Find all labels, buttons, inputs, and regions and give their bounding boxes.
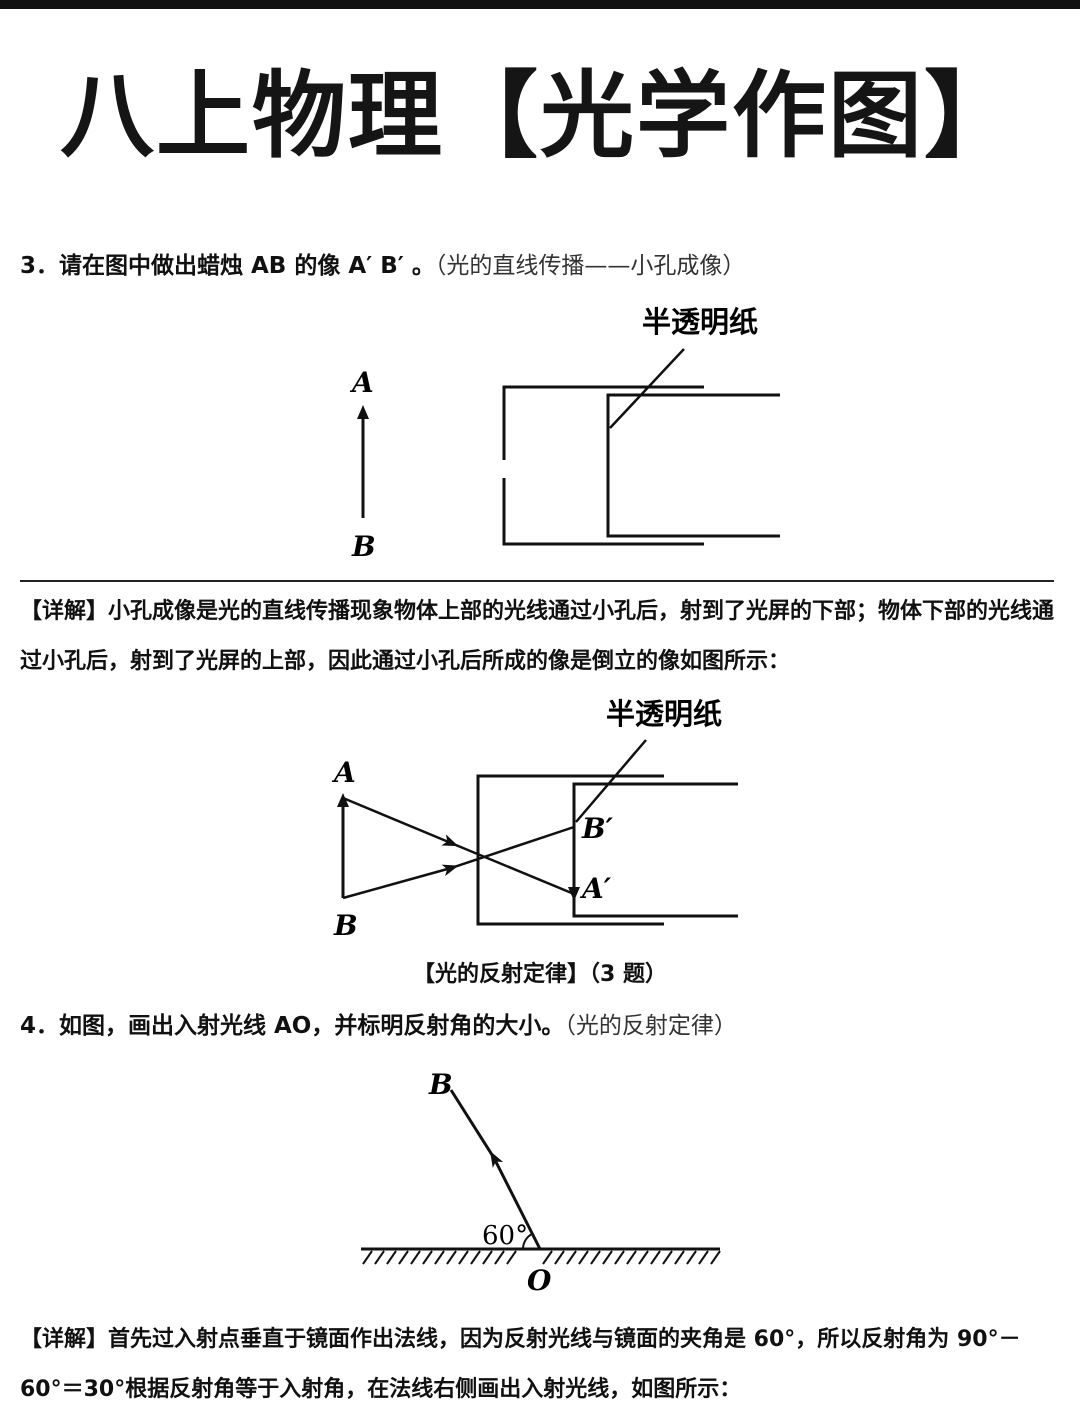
label-b-2: B: [333, 909, 358, 942]
reflected-ray-ob: [449, 1089, 542, 1250]
label-b: B: [351, 530, 376, 563]
pinhole-box: [502, 385, 704, 546]
solution-3: 【详解】小孔成像是光的直线传播现象物体上部的光线通过小孔后，射到了光屏的下部；物…: [20, 587, 1060, 687]
question-4: 4．如图，画出入射光线 AO，并标明反射角的大小。（光的反射定律）: [20, 1010, 737, 1042]
paper-pointer-line-2: [575, 739, 647, 823]
paper-label-2: 半透明纸: [606, 697, 722, 731]
solution-3-tag: 【详解】: [20, 599, 109, 624]
figure-pinhole-question: 半透明纸 A B: [349, 305, 780, 563]
solution-4-tag: 【详解】: [20, 1327, 109, 1352]
question-3-hint: （光的直线传播——小孔成像）: [434, 253, 746, 279]
solution-3-text: 小孔成像是光的直线传播现象物体上部的光线通过小孔后，射到了光屏的下部；物体下部的…: [20, 599, 1055, 674]
label-b-prime: B′: [581, 812, 614, 845]
paper-pointer-line: [609, 348, 685, 429]
paper-label: 半透明纸: [642, 305, 758, 339]
label-a: A: [349, 366, 374, 399]
label-a-2: A: [331, 756, 356, 789]
question-4-hint: （光的反射定律）: [564, 1013, 737, 1039]
top-border: [0, 0, 1080, 9]
angle-arc: [522, 1233, 533, 1250]
page-title: 八上物理【光学作图】: [59, 62, 1020, 171]
ray-b-to-b-prime: [342, 825, 575, 900]
question-4-text: 4．如图，画出入射光线 AO，并标明反射角的大小。: [20, 1013, 565, 1039]
figure-pinhole-answer: 半透明纸 A B B′ A′: [331, 697, 738, 942]
mirror-hatching: [362, 1250, 721, 1265]
label-o: O: [527, 1264, 552, 1297]
solution-4-text: 首先过入射点垂直于镜面作出法线，因为反射光线与镜面的夹角是 60°，所以反射角为…: [20, 1327, 1021, 1402]
pinhole-box-2: [476, 774, 664, 926]
figure-reflection: B O 60°: [361, 1068, 721, 1297]
angle-label: 60°: [482, 1221, 528, 1251]
section-title: 【光的反射定律】（3 题）: [413, 962, 667, 987]
question-3: 3．请在图中做出蜡烛 AB 的像 A′ B′ 。（光的直线传播——小孔成像）: [20, 250, 745, 282]
solution-4: 【详解】首先过入射点垂直于镜面作出法线，因为反射光线与镜面的夹角是 60°，所以…: [20, 1315, 1060, 1415]
ray-a-to-a-prime: [342, 796, 575, 896]
divider-line: [20, 580, 1054, 582]
question-3-text: 3．请在图中做出蜡烛 AB 的像 A′ B′ 。: [20, 253, 435, 279]
label-a-prime: A′: [579, 872, 612, 905]
translucent-paper-tube: [606, 393, 780, 538]
label-b-3: B: [428, 1068, 453, 1101]
